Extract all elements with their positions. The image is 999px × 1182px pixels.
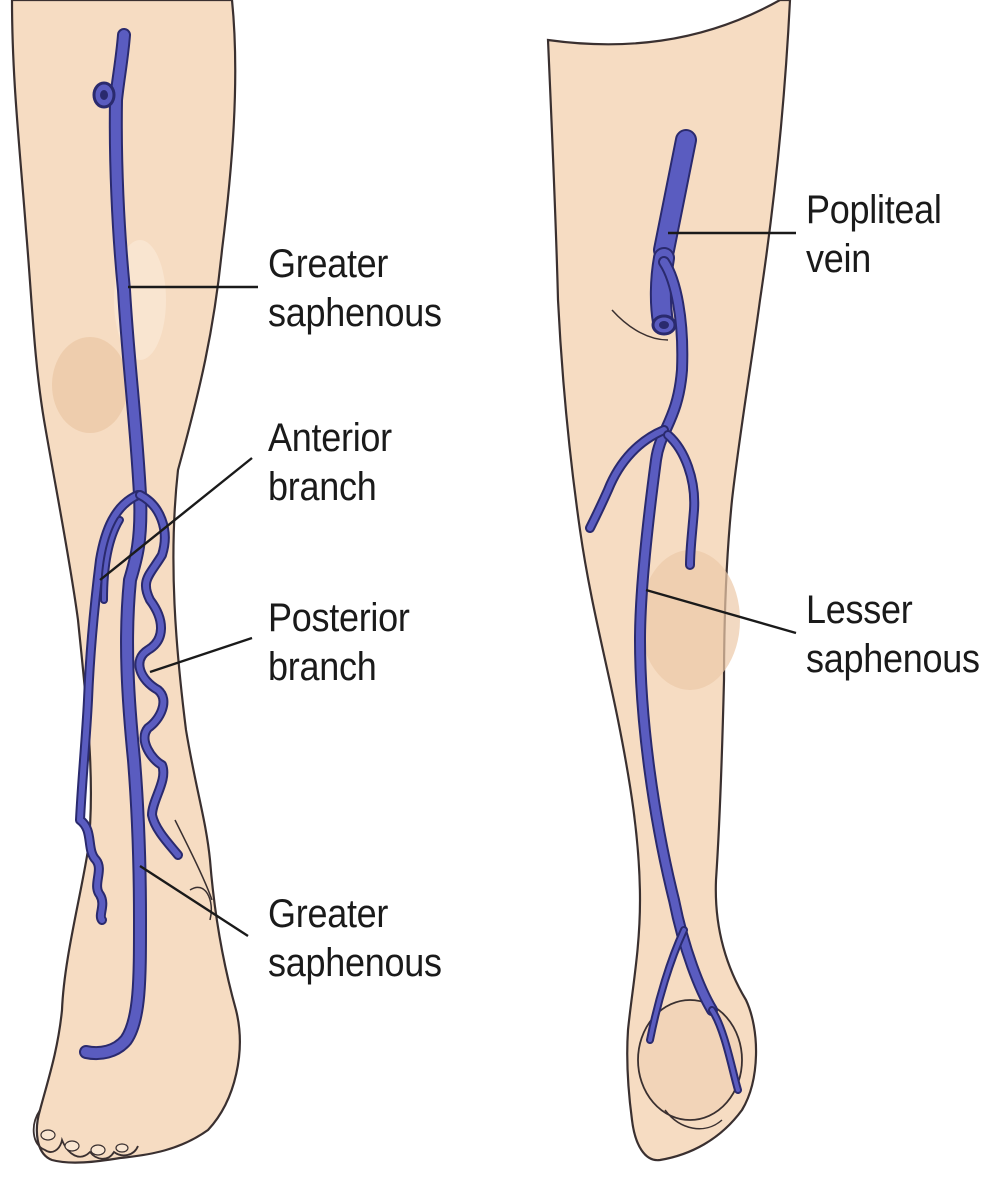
label-popliteal-vein-line1: Popliteal: [806, 186, 942, 235]
label-anterior-branch-line1: Anterior: [268, 414, 392, 463]
label-anterior-branch-line2: branch: [268, 463, 392, 512]
label-greater-saphenous-lower: Greater saphenous: [268, 890, 442, 988]
left-toe-nail-1: [41, 1130, 55, 1140]
left-toe-nail-4: [116, 1144, 128, 1152]
label-posterior-branch-line1: Posterior: [268, 594, 410, 643]
left-knee-shadow: [52, 337, 128, 433]
label-greater-saphenous-upper: Greater saphenous: [268, 240, 442, 338]
label-lesser-saphenous: Lesser saphenous: [806, 586, 980, 684]
label-posterior-branch-line2: branch: [268, 643, 410, 692]
label-posterior-branch: Posterior branch: [268, 594, 410, 692]
label-anterior-branch: Anterior branch: [268, 414, 392, 512]
label-greater-saphenous-lower-line1: Greater: [268, 890, 442, 939]
right-leg: [548, 0, 790, 1160]
label-popliteal-vein-line2: vein: [806, 235, 942, 284]
label-lesser-saphenous-line2: saphenous: [806, 635, 980, 684]
label-greater-saphenous-upper-line2: saphenous: [268, 289, 442, 338]
right-calf-shadow: [640, 550, 740, 690]
left-toe-nail-2: [65, 1141, 79, 1151]
left-leg: [12, 0, 240, 1163]
label-greater-saphenous-lower-line2: saphenous: [268, 939, 442, 988]
label-lesser-saphenous-line1: Lesser: [806, 586, 980, 635]
label-greater-saphenous-upper-line1: Greater: [268, 240, 442, 289]
label-popliteal-vein: Popliteal vein: [806, 186, 942, 284]
left-toe-nail-3: [91, 1145, 105, 1155]
